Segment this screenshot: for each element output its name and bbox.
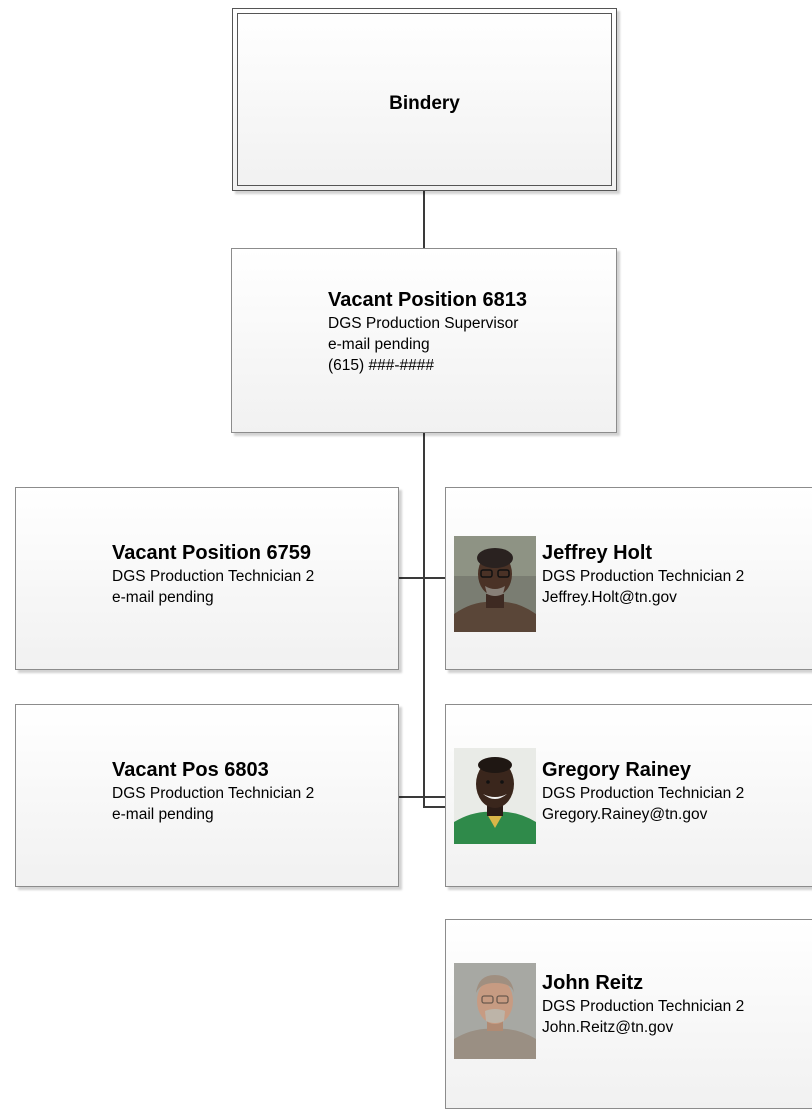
node-name: John Reitz bbox=[542, 972, 644, 994]
node-job-title: DGS Production Technician 2 bbox=[112, 785, 315, 802]
node-job-title: DGS Production Technician 2 bbox=[542, 568, 745, 585]
node-title: Bindery bbox=[389, 93, 460, 114]
connector-right-3 bbox=[423, 806, 446, 808]
node-job-title: DGS Production Technician 2 bbox=[542, 785, 745, 802]
node-email: John.Reitz@tn.gov bbox=[542, 1019, 674, 1036]
org-node-jeffrey-holt[interactable]: Jeffrey Holt DGS Production Technician 2… bbox=[445, 487, 812, 670]
connector-root-supervisor bbox=[423, 191, 425, 248]
node-name: Gregory Rainey bbox=[542, 759, 691, 781]
org-node-root[interactable]: Bindery bbox=[232, 8, 617, 191]
node-phone: (615) ###-#### bbox=[328, 357, 434, 374]
org-node-john-reitz[interactable]: John Reitz DGS Production Technician 2 J… bbox=[445, 919, 812, 1109]
org-node-vacant-6759[interactable]: Vacant Position 6759 DGS Production Tech… bbox=[15, 487, 399, 670]
connector-right-2 bbox=[423, 796, 446, 798]
node-email: e-mail pending bbox=[112, 806, 214, 823]
org-node-supervisor[interactable]: Vacant Position 6813 DGS Production Supe… bbox=[231, 248, 617, 433]
connector-left-1 bbox=[398, 577, 424, 579]
node-name: Vacant Pos 6803 bbox=[112, 759, 269, 781]
org-node-gregory-rainey[interactable]: Gregory Rainey DGS Production Technician… bbox=[445, 704, 812, 887]
node-job-title: DGS Production Supervisor bbox=[328, 315, 519, 332]
node-job-title: DGS Production Technician 2 bbox=[112, 568, 315, 585]
node-email: e-mail pending bbox=[112, 589, 214, 606]
node-email: e-mail pending bbox=[328, 336, 430, 353]
node-email: Jeffrey.Holt@tn.gov bbox=[542, 589, 677, 606]
connector-trunk bbox=[423, 432, 425, 807]
org-node-vacant-6803[interactable]: Vacant Pos 6803 DGS Production Technicia… bbox=[15, 704, 399, 887]
person-photo bbox=[454, 536, 536, 632]
node-job-title: DGS Production Technician 2 bbox=[542, 998, 745, 1015]
connector-left-2 bbox=[398, 796, 424, 798]
node-name: Vacant Position 6813 bbox=[328, 289, 527, 311]
node-email: Gregory.Rainey@tn.gov bbox=[542, 806, 708, 823]
connector-right-1 bbox=[423, 577, 446, 579]
person-photo bbox=[454, 748, 536, 844]
node-name: Vacant Position 6759 bbox=[112, 542, 311, 564]
person-photo bbox=[454, 963, 536, 1059]
node-name: Jeffrey Holt bbox=[542, 542, 653, 564]
